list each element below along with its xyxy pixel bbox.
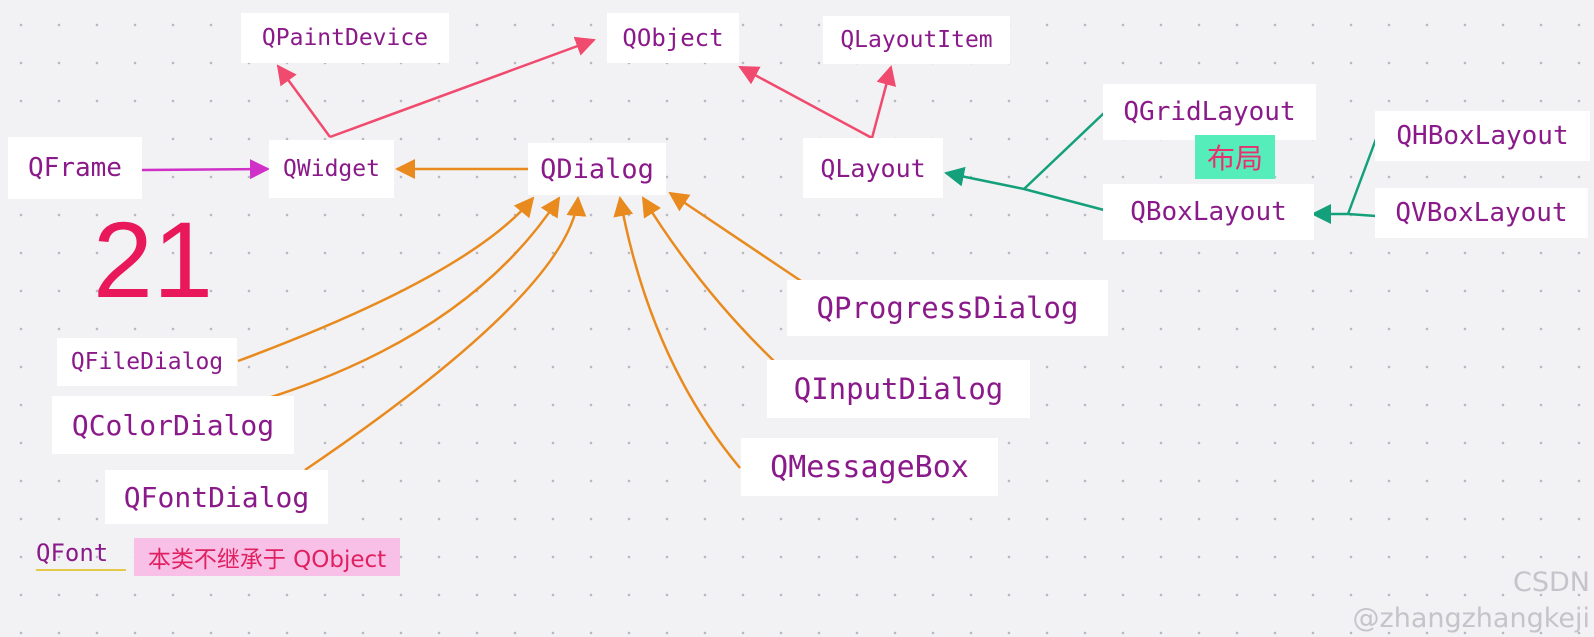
node-qhboxlayout: QHBoxLayout (1375, 111, 1590, 161)
edge-qprogressdialog-qdialog (668, 191, 811, 289)
edge-qwidget-qobject (329, 36, 596, 139)
edge-qinputdialog-qdialog (641, 196, 776, 363)
node-qobject: QObject (607, 13, 739, 63)
node-qpaintdevice: QPaintDevice (241, 13, 449, 63)
node-qprogressdialog: QProgressDialog (787, 280, 1108, 336)
edge-qwidget-qpaintdevice (276, 64, 332, 138)
edge-qlayout-qlayoutitem (870, 65, 897, 139)
edge-qmessagebox-qdialog (613, 196, 741, 469)
node-qfiledialog: QFileDialog (57, 338, 237, 386)
node-qboxlayout: QBoxLayout (1103, 184, 1314, 240)
node-qlayout: QLayout (803, 138, 943, 198)
edge-qvboxlayout-qboxlayout (1311, 204, 1377, 224)
node-qvboxlayout: QVBoxLayout (1375, 188, 1588, 238)
node-qdialog: QDialog (528, 143, 666, 195)
node-qwidget: QWidget (269, 140, 394, 198)
edge-qboxlayout-qlayout (944, 166, 1105, 212)
edge-qfontdialog-qdialog (304, 196, 587, 472)
edge-qframe-qwidget (141, 159, 270, 180)
node-qfontdialog: QFontDialog (105, 470, 328, 524)
edge-qgridlayout-branch (1023, 112, 1105, 190)
qfont-note: 本类不继承于 QObject (134, 538, 400, 576)
inheritance-edges (141, 36, 1378, 472)
node-qframe: QFrame (8, 137, 142, 199)
node-qcolordialog: QColorDialog (52, 396, 294, 454)
edge-qhboxlayout-branch (1346, 138, 1378, 215)
node-qfont: QFont (36, 535, 126, 571)
layout-category-tag: 布局 (1195, 135, 1275, 179)
edge-qlayout-qobject (738, 65, 873, 140)
node-qlayoutitem: QLayoutItem (823, 16, 1010, 64)
edge-qfiledialog-qdialog (237, 196, 535, 363)
node-qgridlayout: QGridLayout (1103, 84, 1316, 140)
edge-qcolordialog-qdialog (261, 196, 561, 402)
class-count-label: 21 (92, 199, 214, 320)
node-qmessagebox: QMessageBox (741, 438, 998, 496)
node-qinputdialog: QInputDialog (767, 360, 1030, 418)
watermark: CSDN @zhangzhangkeji (1352, 567, 1590, 634)
